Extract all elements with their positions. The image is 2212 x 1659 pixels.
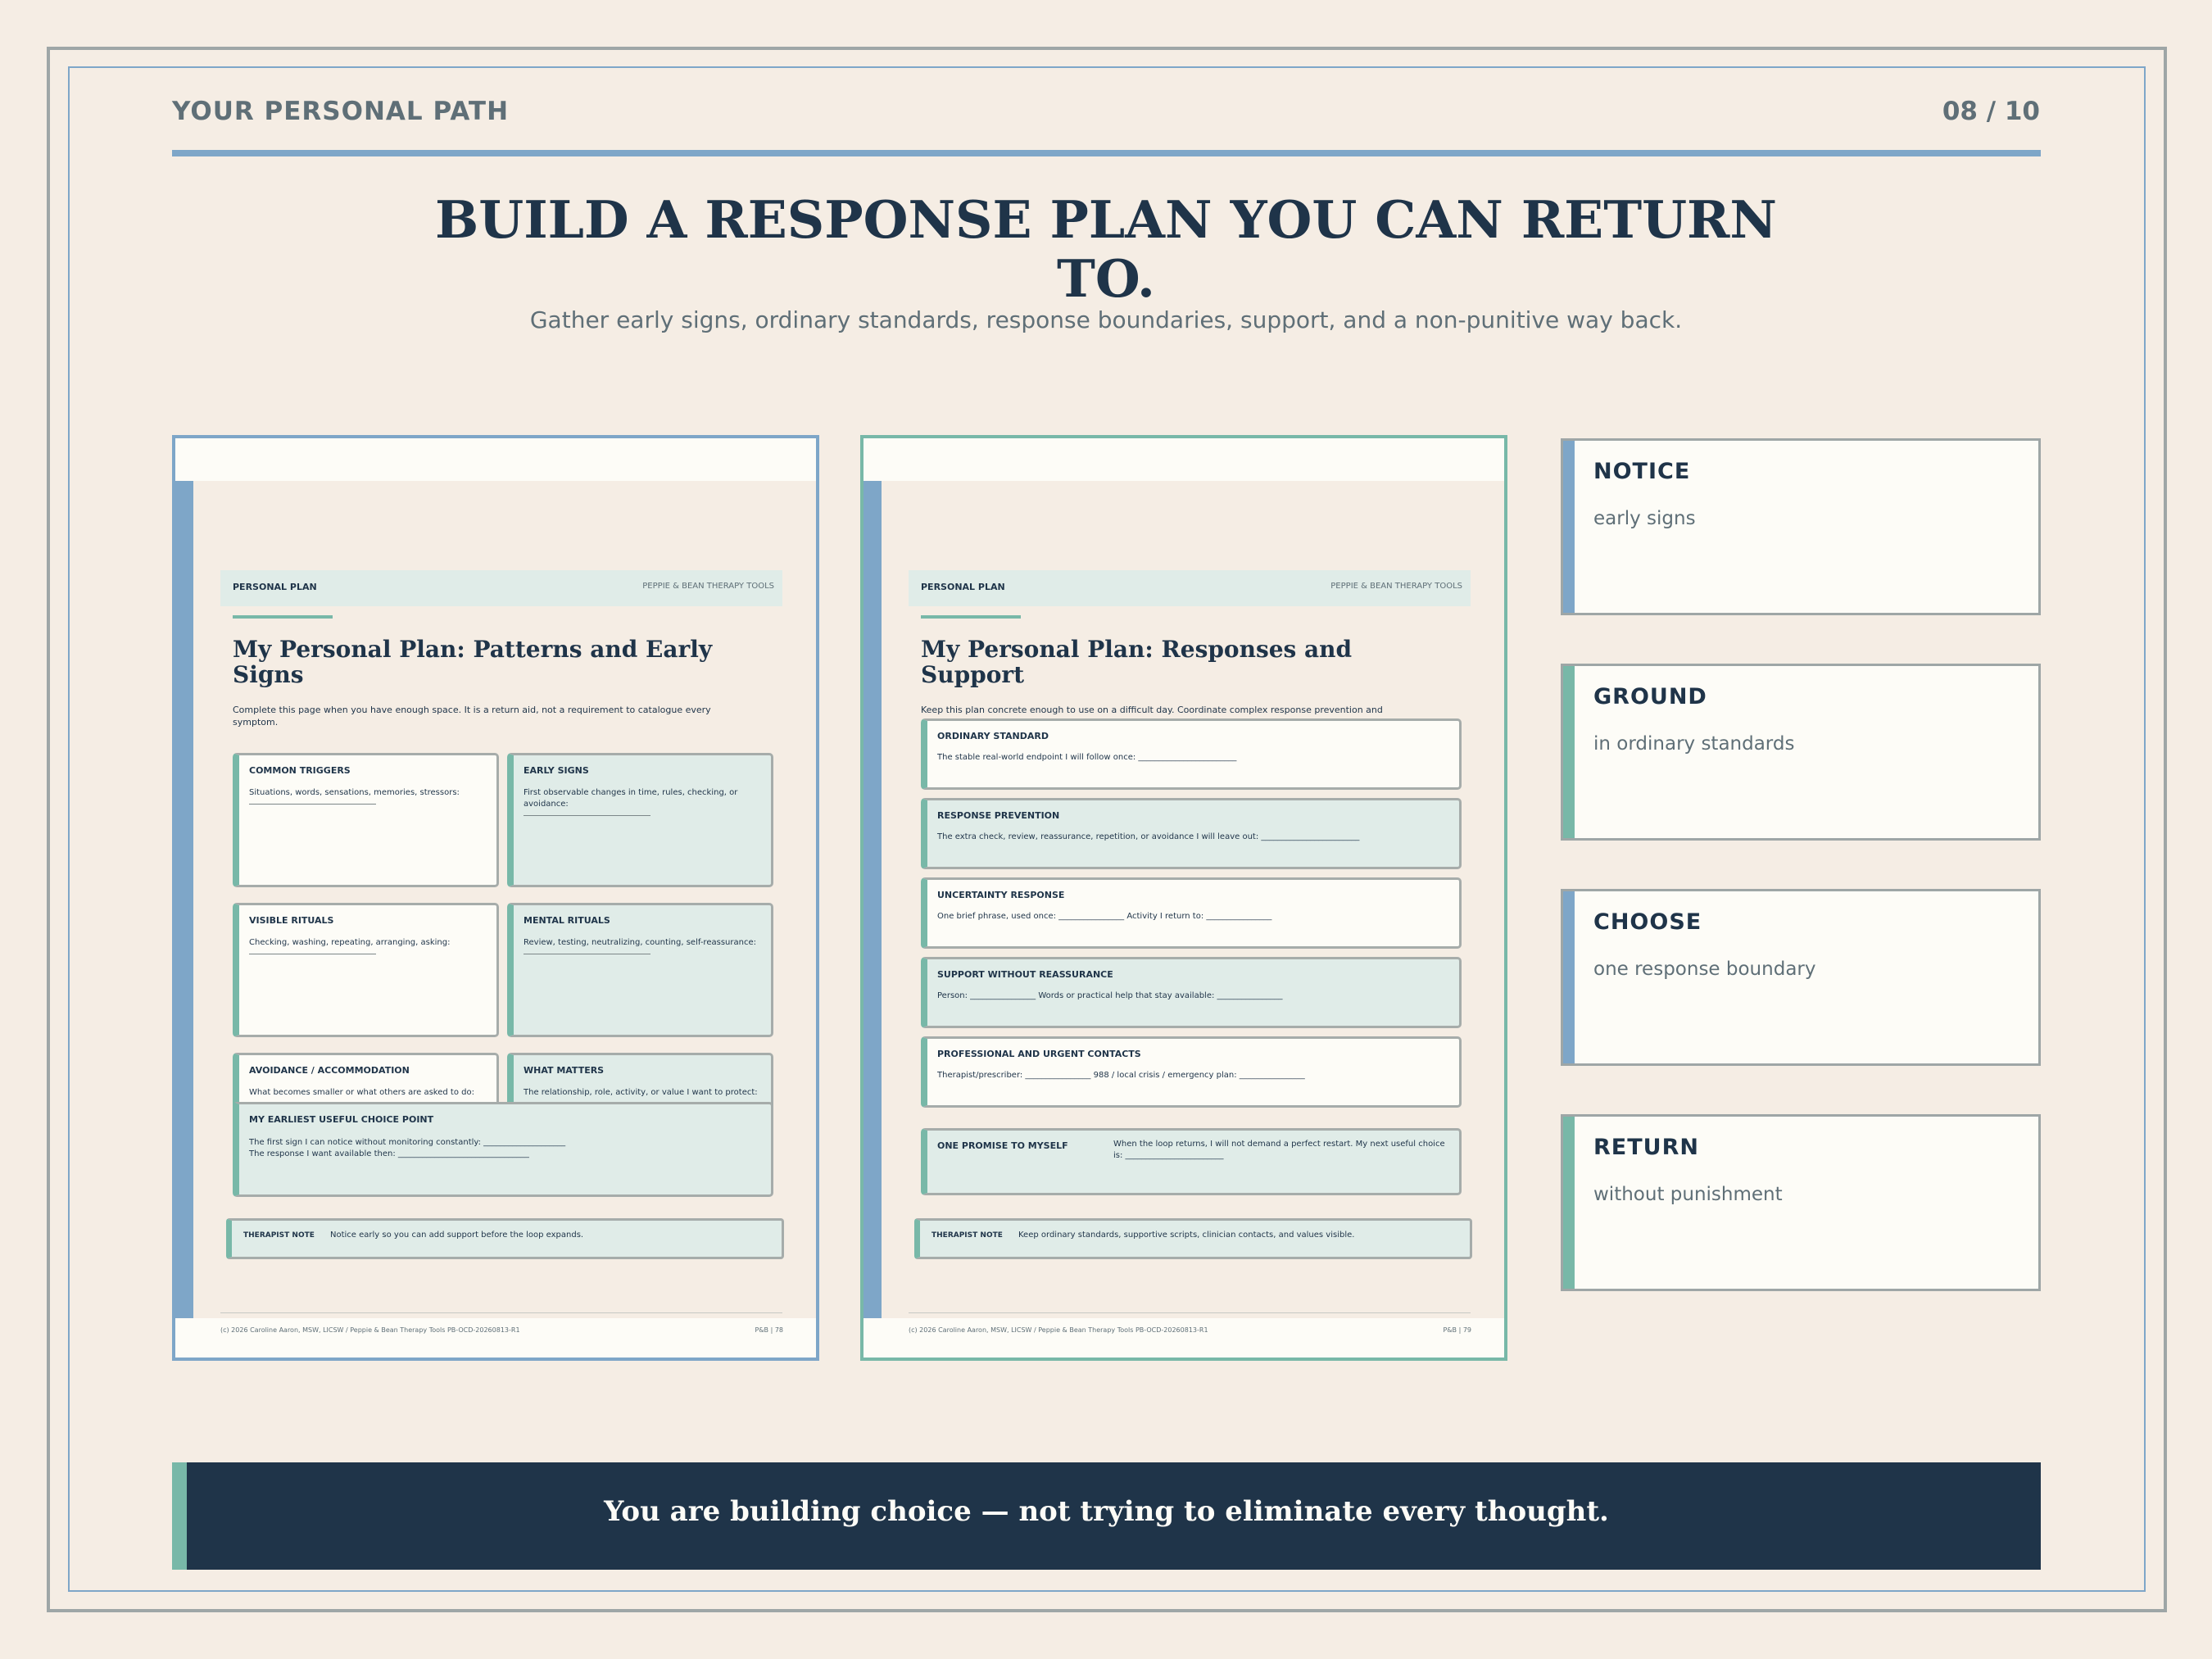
row-title: SUPPORT WITHOUT REASSURANCE xyxy=(937,969,1113,980)
worksheet-intro: Complete this page when you have enough … xyxy=(233,705,711,728)
box-prompt: First observable changes in time, rules,… xyxy=(524,787,761,816)
step-stripe xyxy=(1563,666,1575,838)
step-desc: one response boundary xyxy=(1593,959,1816,980)
box-title: COMMON TRIGGERS xyxy=(249,765,351,776)
step-stripe xyxy=(1563,441,1575,613)
worksheet-brand: PEPPIE & BEAN THERAPY TOOLS xyxy=(642,582,774,591)
worksheet-brand: PEPPIE & BEAN THERAPY TOOLS xyxy=(1330,582,1462,591)
worksheet-side-bar xyxy=(863,481,882,1318)
box-title: AVOIDANCE / ACCOMMODATION xyxy=(249,1065,410,1076)
row-prompt: The extra check, review, reassurance, re… xyxy=(937,832,1360,841)
worksheet-side-bar xyxy=(175,481,193,1318)
step-title: RETURN xyxy=(1593,1135,1699,1160)
therapist-note-text: Keep ordinary standards, supportive scri… xyxy=(1018,1231,1355,1240)
box-prompt: Review, testing, neutralizing, counting,… xyxy=(524,937,761,954)
row-title: ONE PROMISE TO MYSELF xyxy=(937,1140,1068,1151)
box-title: VISIBLE RITUALS xyxy=(249,915,334,926)
worksheet-label: PERSONAL PLAN xyxy=(921,582,1005,592)
banner-message: You are building choice — not trying to … xyxy=(604,1495,1609,1528)
row-prompt: The stable real-world endpoint I will fo… xyxy=(937,753,1237,762)
title-accent xyxy=(921,615,1021,619)
step-card-notice: NOTICE early signs xyxy=(1561,438,2041,615)
step-stripe xyxy=(1563,1117,1575,1289)
step-card-choose: CHOOSE one response boundary xyxy=(1561,889,2041,1066)
worksheet-row-uncertainty-response: UNCERTAINTY RESPONSE One brief phrase, u… xyxy=(921,877,1462,949)
row-prompt: Person: ________________ Words or practi… xyxy=(937,991,1283,1000)
therapist-note-text: Notice early so you can add support befo… xyxy=(330,1231,584,1240)
step-title: NOTICE xyxy=(1593,459,1691,484)
worksheet-row-promise: ONE PROMISE TO MYSELF When the loop retu… xyxy=(921,1128,1462,1195)
row-title: ORDINARY STANDARD xyxy=(937,731,1049,741)
worksheet-paper: PERSONAL PLAN PEPPIE & BEAN THERAPY TOOL… xyxy=(863,481,1504,1334)
therapist-note-label: THERAPIST NOTE xyxy=(243,1231,315,1240)
inner-frame xyxy=(68,66,2146,1592)
box-prompt: Checking, washing, repeating, arranging,… xyxy=(249,937,487,954)
row-prompt: When the loop returns, I will not demand… xyxy=(1113,1140,1445,1160)
step-card-return: RETURN without punishment xyxy=(1561,1114,2041,1291)
box-title: MY EARLIEST USEFUL CHOICE POINT xyxy=(249,1114,434,1125)
worksheet-box-early-signs: EARLY SIGNS First observable changes in … xyxy=(507,753,773,887)
step-title: CHOOSE xyxy=(1593,909,1702,935)
step-title: GROUND xyxy=(1593,684,1707,709)
worksheet-paper: PERSONAL PLAN PEPPIE & BEAN THERAPY TOOL… xyxy=(175,481,816,1334)
box-prompt: Situations, words, sensations, memories,… xyxy=(249,787,487,805)
worksheet-header-strip: PERSONAL PLAN PEPPIE & BEAN THERAPY TOOL… xyxy=(220,570,782,606)
worksheet-row-ordinary-standard: ORDINARY STANDARD The stable real-world … xyxy=(921,718,1462,790)
worksheet-row-response-prevention: RESPONSE PREVENTION The extra check, rev… xyxy=(921,798,1462,869)
footer-rule xyxy=(909,1312,1471,1313)
outer-frame xyxy=(47,47,2167,1612)
worksheet-title: My Personal Plan: Patterns and Early Sig… xyxy=(233,636,713,688)
step-desc: early signs xyxy=(1593,508,1696,529)
therapist-note: THERAPIST NOTE Notice early so you can a… xyxy=(226,1218,784,1259)
worksheet-title: My Personal Plan: Responses and Support xyxy=(921,636,1353,688)
step-desc: in ordinary standards xyxy=(1593,733,1795,755)
banner-stripe xyxy=(172,1462,187,1570)
row-prompt: Therapist/prescriber: ________________ 9… xyxy=(937,1071,1305,1080)
worksheet-row-contacts: PROFESSIONAL AND URGENT CONTACTS Therapi… xyxy=(921,1036,1462,1108)
worksheet-box-common-triggers: COMMON TRIGGERS Situations, words, sensa… xyxy=(233,753,499,887)
row-title: RESPONSE PREVENTION xyxy=(937,810,1060,821)
therapist-note-label: THERAPIST NOTE xyxy=(931,1231,1003,1240)
box-title: EARLY SIGNS xyxy=(524,765,589,776)
closing-banner: You are building choice — not trying to … xyxy=(172,1462,2041,1570)
worksheet-row-support: SUPPORT WITHOUT REASSURANCE Person: ____… xyxy=(921,957,1462,1028)
step-stripe xyxy=(1563,891,1575,1063)
worksheet-header-strip: PERSONAL PLAN PEPPIE & BEAN THERAPY TOOL… xyxy=(909,570,1471,606)
therapist-note: THERAPIST NOTE Keep ordinary standards, … xyxy=(914,1218,1472,1259)
worksheet-footer-copyright: (c) 2026 Caroline Aaron, MSW, LICSW / Pe… xyxy=(909,1326,1208,1334)
worksheet-footer-copyright: (c) 2026 Caroline Aaron, MSW, LICSW / Pe… xyxy=(220,1326,520,1334)
step-card-ground: GROUND in ordinary standards xyxy=(1561,664,2041,841)
worksheet-box-mental-rituals: MENTAL RITUALS Review, testing, neutrali… xyxy=(507,903,773,1037)
worksheet-footer-page: P&B | 79 xyxy=(1443,1326,1471,1334)
box-title: WHAT MATTERS xyxy=(524,1065,605,1076)
worksheet-box-choice-point: MY EARLIEST USEFUL CHOICE POINT The firs… xyxy=(233,1102,773,1197)
box-title: MENTAL RITUALS xyxy=(524,915,610,926)
step-desc: without punishment xyxy=(1593,1184,1783,1205)
page-counter: 08 / 10 xyxy=(1942,97,2040,126)
worksheet-footer-page: P&B | 78 xyxy=(755,1326,783,1334)
section-kicker: YOUR PERSONAL PATH xyxy=(172,97,510,126)
header-rule xyxy=(172,150,2041,156)
worksheet-label: PERSONAL PLAN xyxy=(233,582,317,592)
worksheet-preview-patterns: PERSONAL PLAN PEPPIE & BEAN THERAPY TOOL… xyxy=(172,435,819,1361)
title-accent xyxy=(233,615,333,619)
row-title: UNCERTAINTY RESPONSE xyxy=(937,890,1065,900)
worksheet-box-visible-rituals: VISIBLE RITUALS Checking, washing, repea… xyxy=(233,903,499,1037)
row-title: PROFESSIONAL AND URGENT CONTACTS xyxy=(937,1049,1141,1059)
page-subtitle: Gather early signs, ordinary standards, … xyxy=(529,306,1683,333)
box-prompt: The first sign I can notice without moni… xyxy=(249,1138,566,1158)
row-prompt: One brief phrase, used once: ___________… xyxy=(937,912,1272,921)
footer-rule xyxy=(220,1312,782,1313)
page-title: BUILD A RESPONSE PLAN YOU CAN RETURN TO. xyxy=(435,189,1777,309)
worksheet-preview-responses: PERSONAL PLAN PEPPIE & BEAN THERAPY TOOL… xyxy=(860,435,1507,1361)
